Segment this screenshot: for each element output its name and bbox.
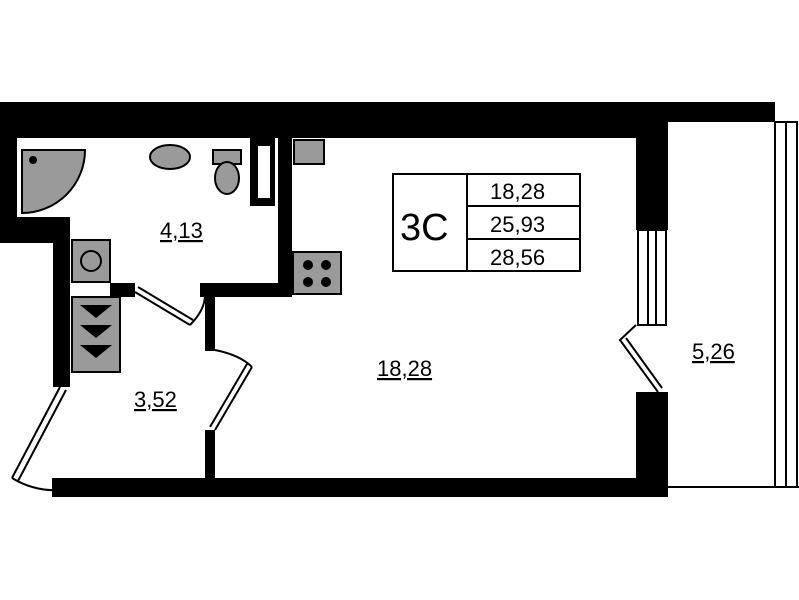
room-area-hallway: 3,52 [134,387,177,412]
walls [0,102,775,497]
area-with-balcony: 28,56 [490,245,545,270]
sink-icon [149,144,191,170]
info-box [392,173,581,272]
washing-machine-icon [71,239,111,283]
living-area: 18,28 [490,179,545,204]
stove-icon [292,251,342,295]
total-area: 25,93 [490,212,545,237]
room-area-living-room: 18,28 [377,356,432,381]
apartment-type: 3С [400,207,449,249]
kitchen-sink-icon [293,139,325,165]
room-area-balcony: 5,26 [692,339,735,364]
fixtures [21,139,342,373]
room-area-bathroom: 4,13 [160,218,203,243]
toilet-icon [214,161,240,195]
shower-icon [21,149,87,215]
doors [11,286,663,492]
